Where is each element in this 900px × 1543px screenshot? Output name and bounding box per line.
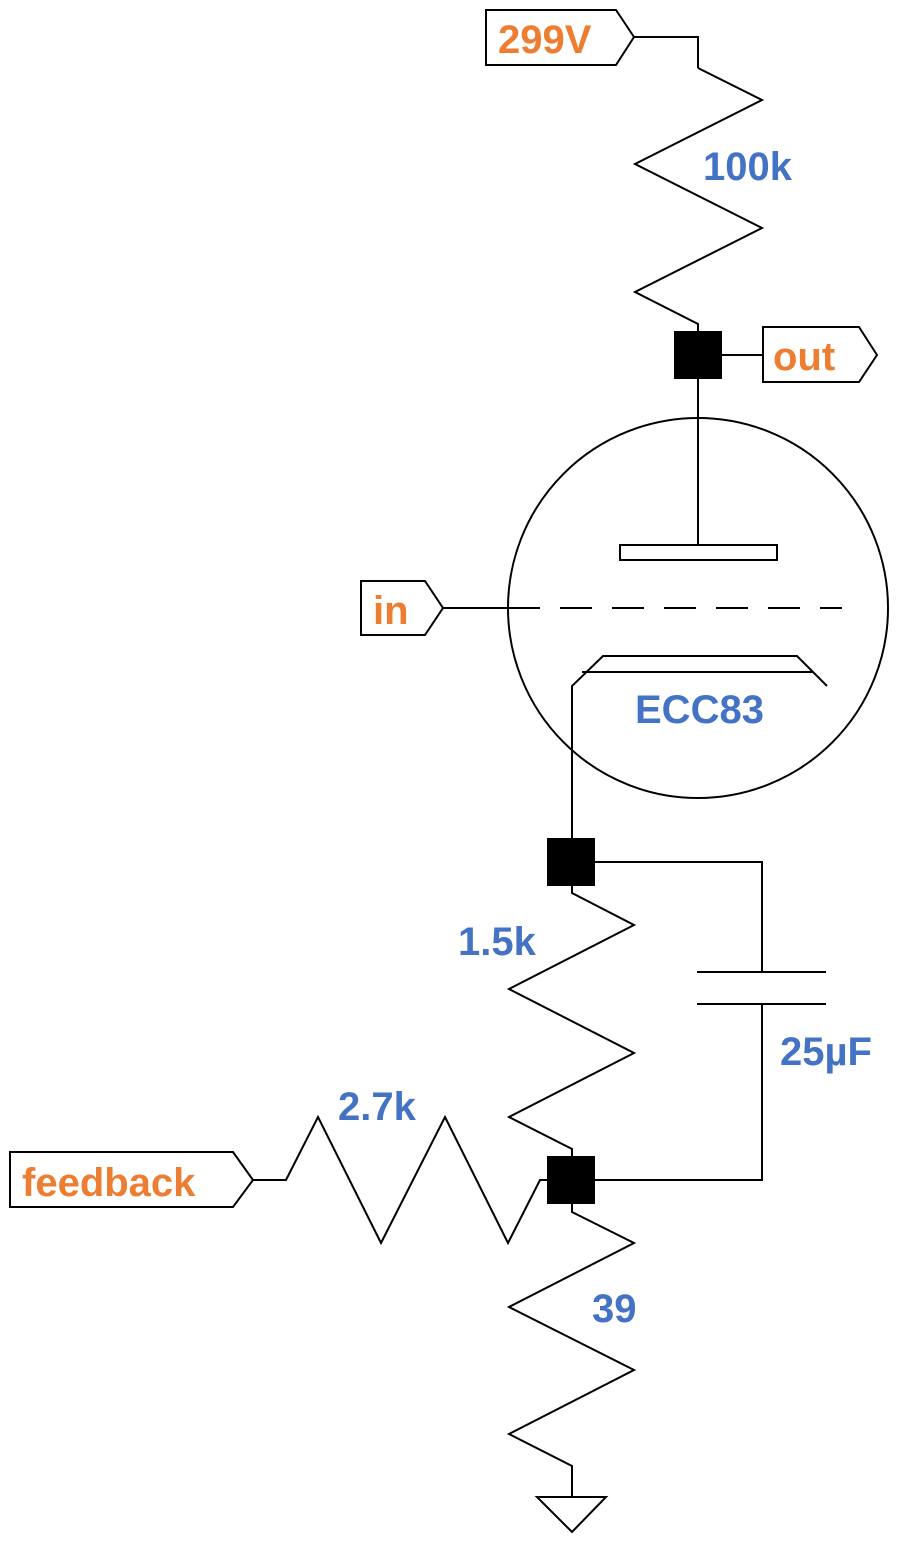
tube-cathode — [571, 655, 828, 838]
feedback-label: feedback — [22, 1161, 196, 1205]
output-label: out — [773, 335, 835, 379]
tube-anode — [619, 544, 778, 561]
capacitor-top-wire — [595, 861, 763, 972]
capacitor-value: 25µF — [780, 1030, 872, 1074]
cathode-junction-node — [547, 838, 595, 886]
input-port: in — [360, 580, 445, 636]
supply-port: 299V — [485, 9, 636, 66]
supply-wire — [634, 36, 699, 68]
triode-tube: ECC83 — [507, 379, 889, 838]
feedback-port: feedback — [9, 1151, 255, 1208]
shunt-resistor-value: 39 — [592, 1287, 637, 1331]
cathode-resistor-value: 1.5k — [458, 920, 537, 964]
plate-resistor-value: 100k — [703, 145, 793, 189]
cathode-resistor — [506, 886, 637, 1156]
shunt-resistor — [506, 1204, 637, 1497]
supply-voltage-label: 299V — [498, 18, 592, 62]
tube-type-label: ECC83 — [635, 688, 764, 732]
input-label: in — [373, 589, 409, 633]
feedback-resistor — [253, 1114, 547, 1246]
plate-junction-node — [674, 331, 722, 379]
feedback-resistor-value: 2.7k — [338, 1085, 417, 1129]
ground-symbol — [534, 1496, 609, 1534]
output-port: out — [762, 326, 879, 383]
capacitor-bottom-wire — [595, 1004, 763, 1181]
plate-resistor — [632, 67, 765, 333]
feedback-junction-node — [547, 1156, 595, 1204]
